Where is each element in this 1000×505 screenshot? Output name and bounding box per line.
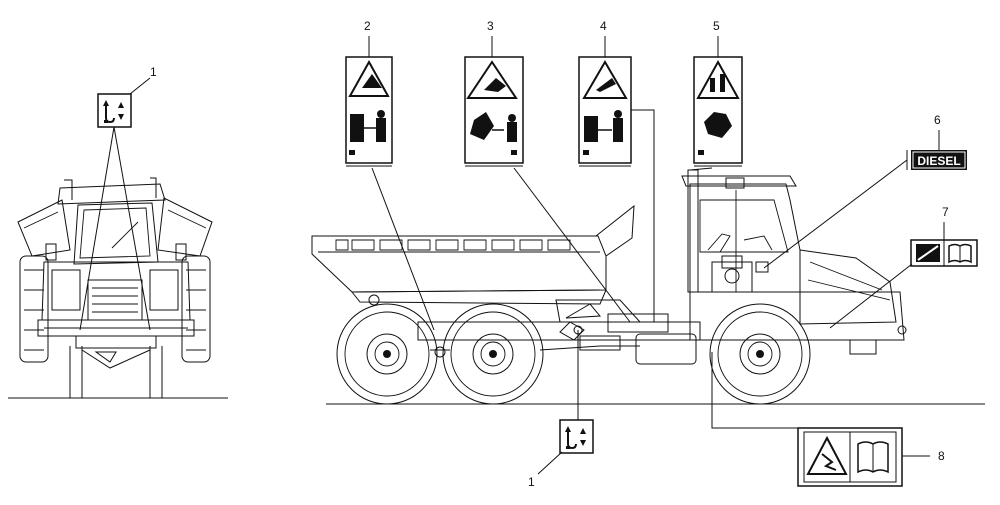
callout-number-1-bottom: 1 xyxy=(528,475,535,489)
decal-6-diesel: DIESEL xyxy=(906,150,967,170)
truck-front-view xyxy=(8,177,228,399)
decal-3-rotating-parts-hazard xyxy=(464,56,524,167)
callout-number-4: 4 xyxy=(600,19,607,33)
callout-number-5: 5 xyxy=(713,19,720,33)
callout-number-2: 2 xyxy=(364,19,371,33)
truck-side-view xyxy=(311,169,985,405)
decal-4-hazard xyxy=(578,56,632,167)
decal-8-warning-and-manual xyxy=(797,427,903,487)
callout-number-6: 6 xyxy=(934,113,941,127)
front-wheel xyxy=(709,303,811,405)
decal-lifting-point-side xyxy=(559,419,594,454)
decal-7-manual-and-no-spark xyxy=(910,239,978,267)
rear-wheel-2 xyxy=(442,303,544,405)
decal-5-hazard xyxy=(693,56,743,167)
callout-number-8: 8 xyxy=(938,449,945,463)
decal-2-crush-hazard xyxy=(345,56,393,167)
decal-lifting-point-front xyxy=(97,93,132,128)
callout-number-7: 7 xyxy=(942,205,949,219)
callout-number-3: 3 xyxy=(487,19,494,33)
diesel-label: DIESEL xyxy=(917,154,960,168)
rear-wheel-1 xyxy=(336,303,438,405)
callout-number-1-front: 1 xyxy=(150,65,157,79)
